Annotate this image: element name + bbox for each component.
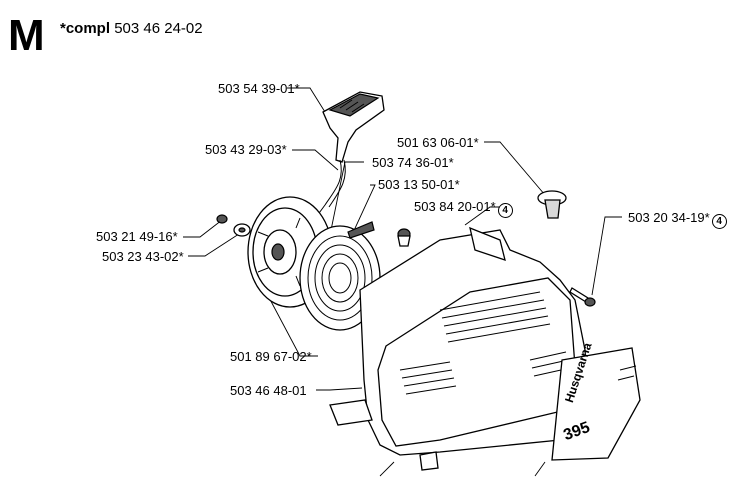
starter-rope-strand [328, 159, 346, 208]
bushing [537, 190, 567, 219]
callout-spacer: 503 84 20-01*4 [414, 200, 513, 218]
callout-bolt: 503 20 34-19*4 [628, 211, 727, 229]
callout-pulley: 501 89 67-02* [230, 349, 312, 364]
service-note-4-icon: 4 [497, 203, 513, 218]
starter-housing [329, 226, 591, 471]
compl-number: 503 46 24-02 [114, 20, 203, 37]
leader-handle [287, 87, 326, 113]
callout-bushing: 501 63 06-01* [397, 135, 479, 150]
service-note-4-icon: 4 [711, 214, 727, 229]
callout-recoil-spring: 503 13 50-01* [378, 177, 460, 192]
screw-and-washer [216, 214, 251, 237]
leader-washer [464, 206, 500, 226]
leader-spring-cover [329, 161, 364, 236]
leader-spring [344, 184, 376, 251]
bolt [569, 287, 596, 307]
callout-spring-cover: 503 74 36-01* [372, 155, 454, 170]
complete-assembly-number: *compl 503 46 24-02 [60, 20, 203, 37]
section-letter: M [8, 11, 45, 60]
callout-screw: 503 21 49-16* [96, 229, 178, 244]
callout-rope: 503 43 29-03* [205, 142, 287, 157]
leader-rope [292, 149, 339, 171]
decal-plate [551, 347, 641, 461]
leader-pulley [264, 289, 318, 357]
compl-prefix: *compl [60, 20, 111, 37]
leader-housing-bottom [379, 461, 395, 477]
leader-washer-small [188, 231, 243, 257]
spacer [397, 228, 411, 247]
callout-washer: 503 23 43-02* [102, 249, 184, 264]
leader-housing [316, 387, 363, 391]
leader-bushing [484, 141, 546, 196]
callout-handle: 503 54 39-01* [218, 81, 300, 96]
callout-housing: 503 46 48-01 [230, 383, 307, 398]
starter-handle [322, 91, 385, 163]
leader-screw [183, 219, 223, 238]
leader-decal [534, 461, 546, 477]
leader-lines [183, 87, 622, 477]
leader-bolt [591, 216, 622, 296]
